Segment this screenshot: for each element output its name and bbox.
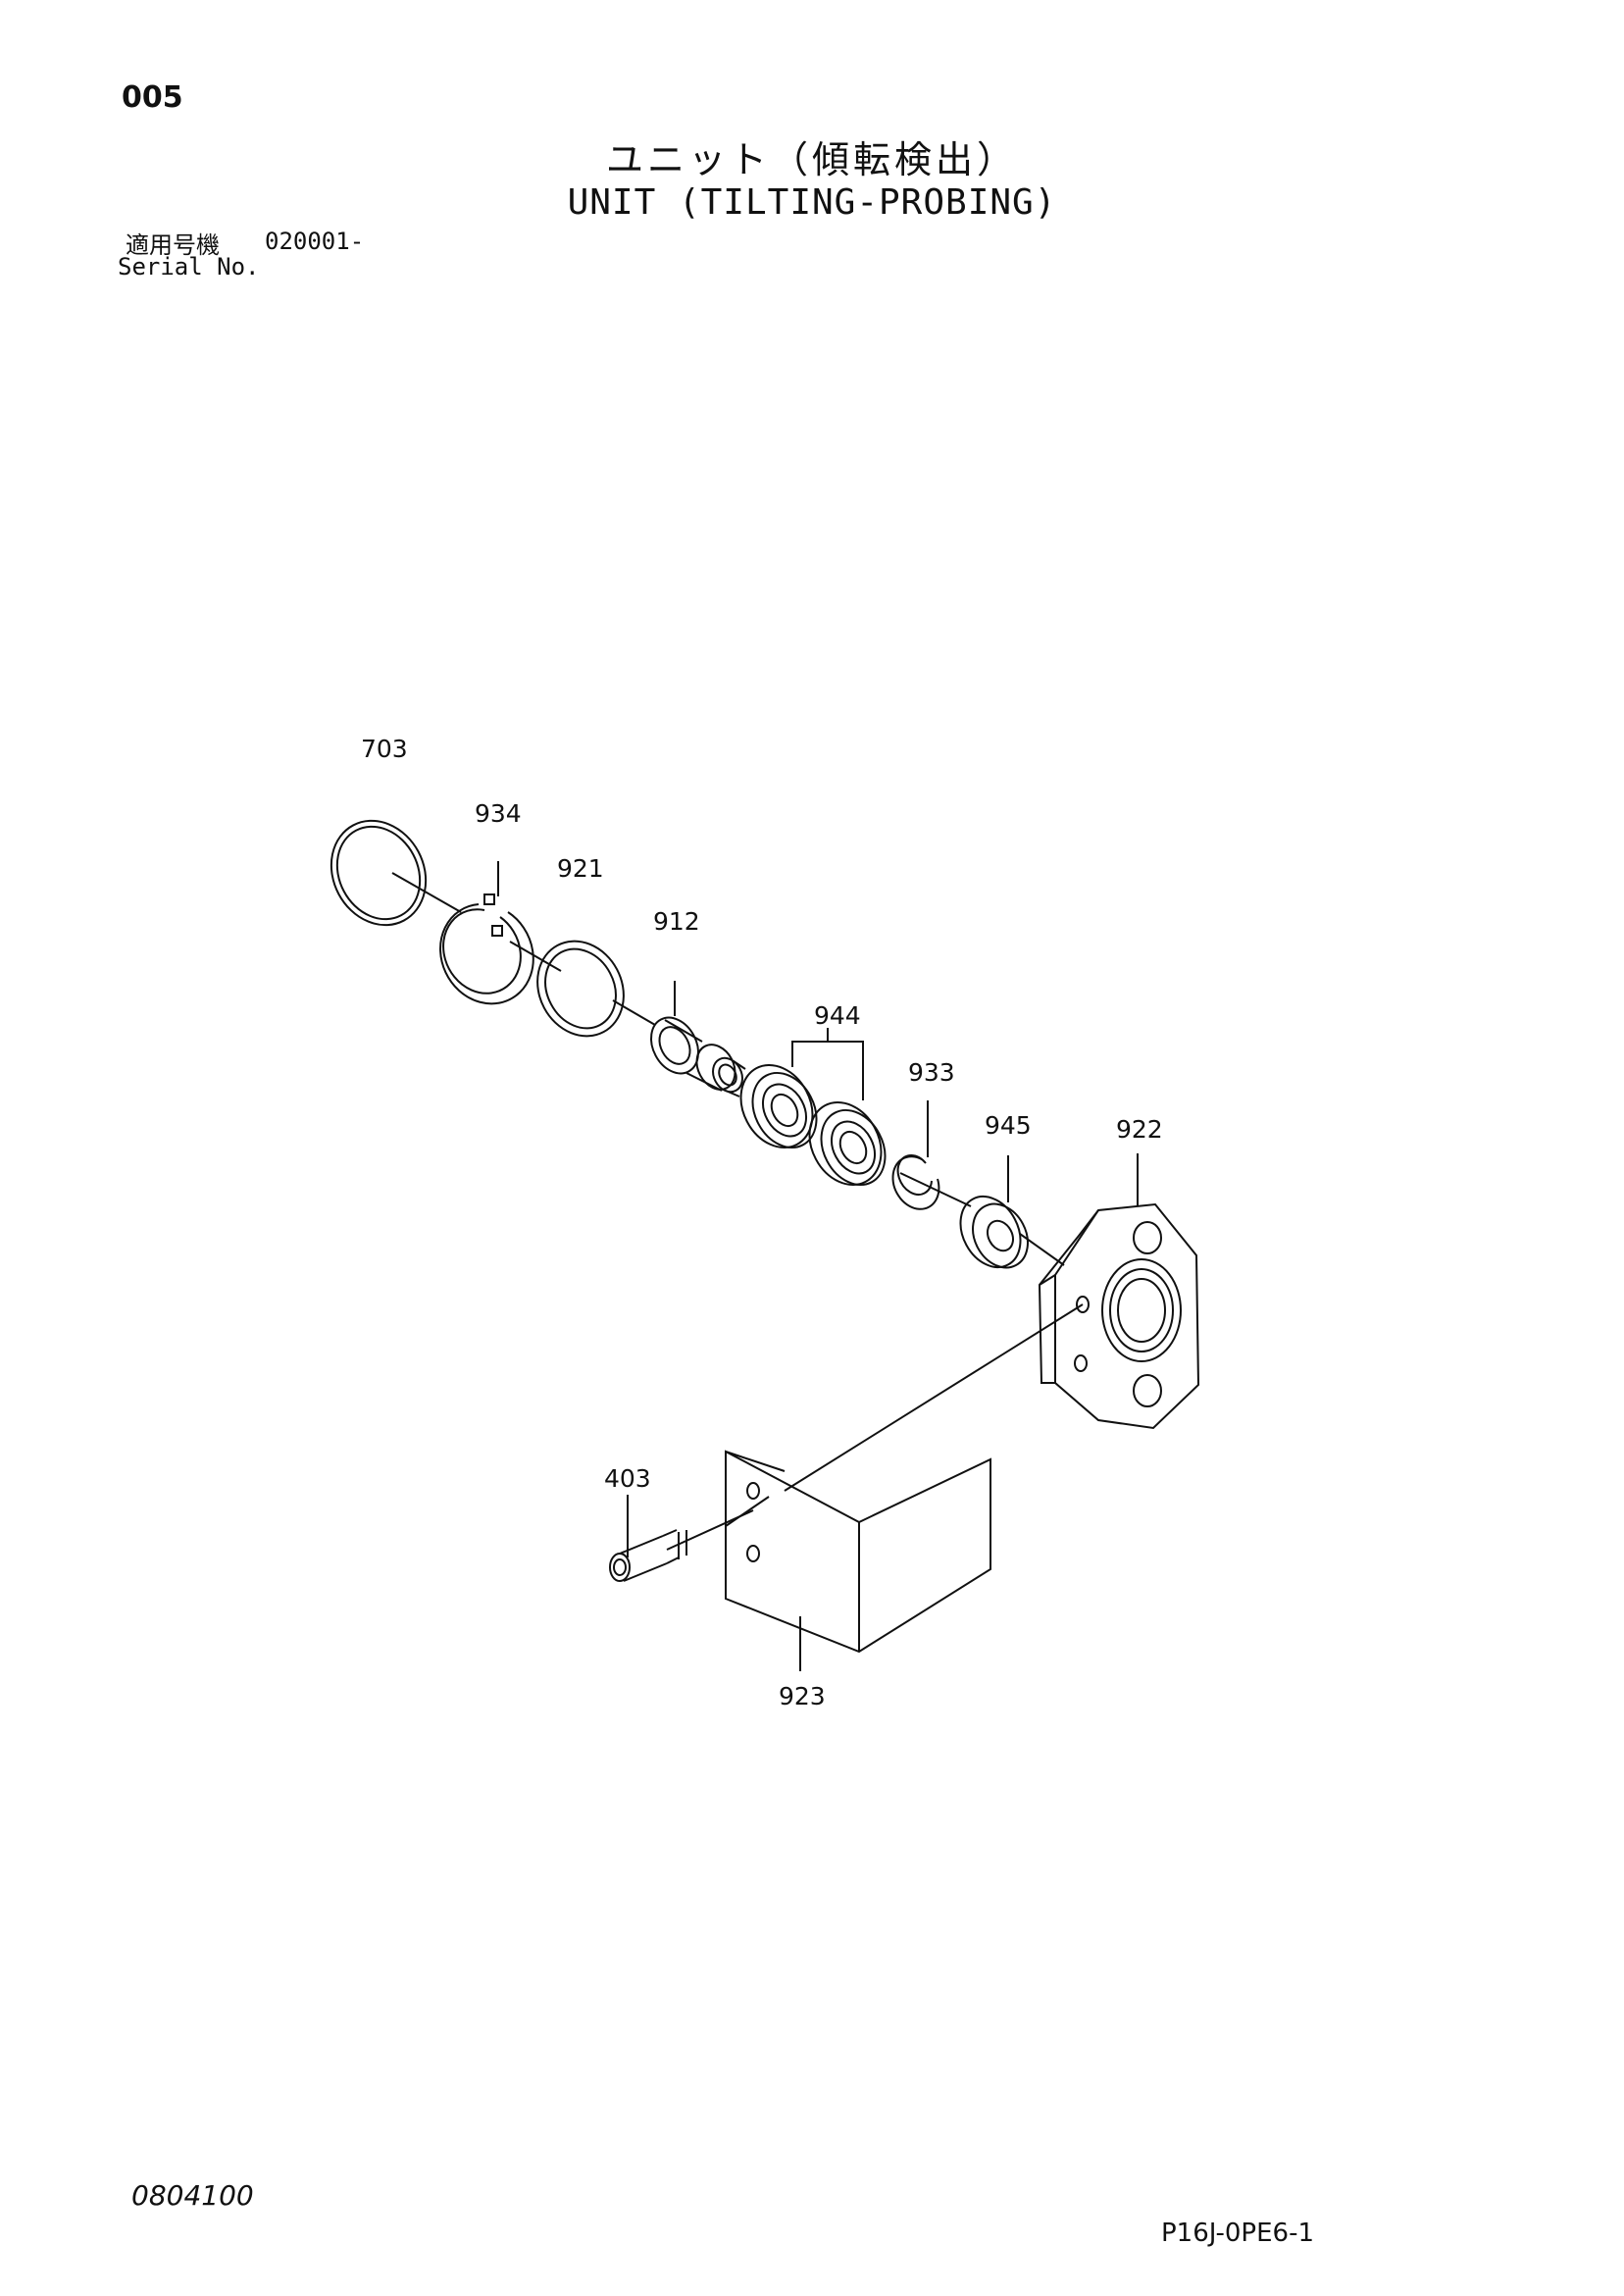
- part-933-retaining-ring: [891, 1100, 940, 1210]
- title-english: UNIT (TILTING-PROBING): [567, 182, 1057, 223]
- part-912-shaft: [650, 981, 746, 1097]
- sheet-code: P16J-0PE6-1: [1161, 2219, 1314, 2248]
- label-923: 923: [779, 1682, 826, 1710]
- part-403-socket-bolt: [609, 1495, 687, 1582]
- part-922-flange-housing: [1038, 1153, 1200, 1430]
- title-japanese: ユニット（傾転検出）: [605, 138, 1018, 181]
- part-labels: 703 934 921 912 944 933 945 922 403 923: [361, 735, 1163, 1710]
- serial-label-japanese: 適用号機: [126, 231, 220, 259]
- part-703-oring: [330, 819, 428, 927]
- label-922: 922: [1116, 1115, 1163, 1144]
- label-934: 934: [475, 799, 522, 828]
- part-921-washer: [536, 940, 625, 1038]
- document-code: 0804100: [131, 2179, 254, 2212]
- part-944-bearings: [739, 1028, 887, 1187]
- label-933: 933: [908, 1058, 955, 1087]
- part-945-spacer: [959, 1155, 1029, 1269]
- serial-label-english: Serial No.: [118, 253, 260, 281]
- part-923-bracket: [725, 1450, 991, 1671]
- label-945: 945: [985, 1111, 1032, 1140]
- label-921: 921: [557, 854, 604, 883]
- label-703: 703: [361, 735, 408, 763]
- label-912: 912: [653, 907, 700, 936]
- serial-number: 020001-: [265, 228, 365, 255]
- page-number: 005: [122, 80, 183, 115]
- label-944: 944: [814, 1001, 861, 1030]
- label-403: 403: [604, 1464, 651, 1493]
- part-934-snap-ring: [439, 861, 534, 1005]
